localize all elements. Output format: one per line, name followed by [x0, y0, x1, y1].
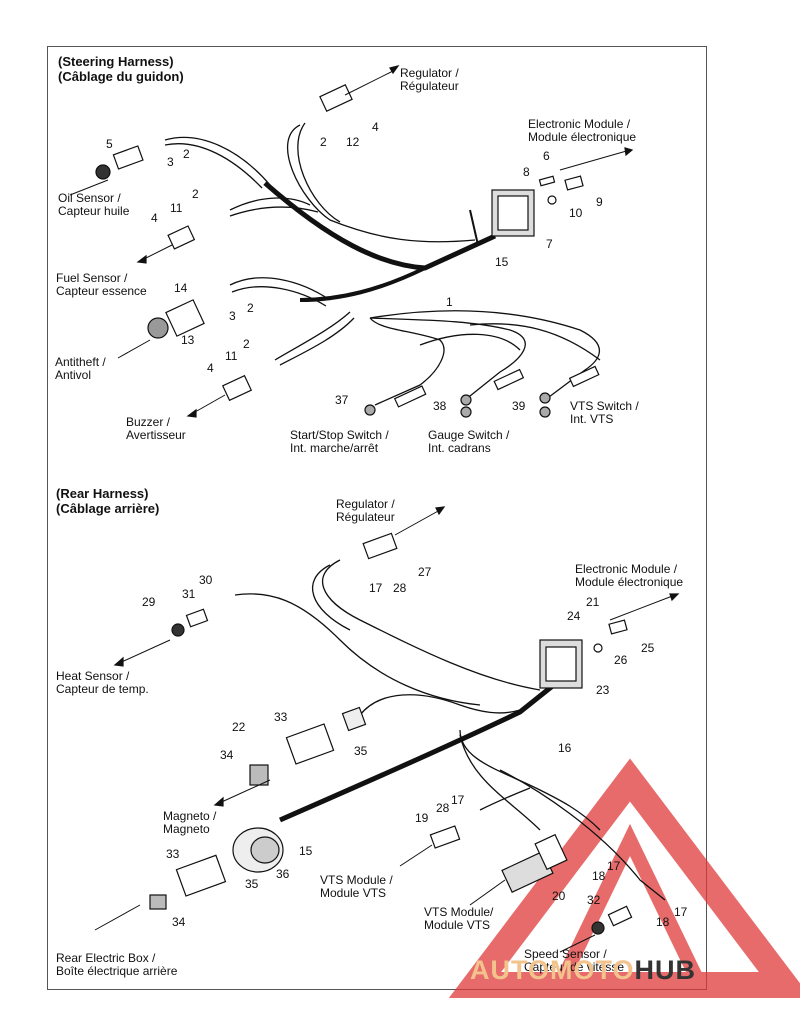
part-number: 18	[592, 869, 606, 883]
part-number: 2	[243, 337, 250, 351]
part-number: 4	[207, 361, 214, 375]
rear-harness-parts	[94, 506, 680, 953]
part-number: 17	[369, 581, 383, 595]
part-number: 18	[656, 915, 670, 929]
steering-harness-wires	[164, 122, 601, 406]
part-number: 24	[567, 609, 581, 623]
part-number: 1	[446, 295, 453, 309]
label-start-stop: Start/Stop Switch /Int. marche/arrêt	[290, 428, 389, 455]
label-heat-sensor: Heat Sensor /Capteur de temp.	[56, 669, 149, 696]
part-number: 25	[641, 641, 655, 655]
part-number: 2	[320, 135, 327, 149]
rear-title-en: (Rear Harness)	[56, 486, 149, 501]
part-number: 8	[523, 165, 530, 179]
label-speed-sensor: Speed Sensor /Capteur de vitesse	[524, 947, 625, 974]
label-vts-module-1: VTS Module /Module VTS	[320, 873, 393, 900]
part-number: 14	[174, 281, 188, 295]
part-number: 2	[192, 187, 199, 201]
part-number: 35	[245, 877, 259, 891]
part-number: 30	[199, 573, 213, 587]
part-number: 3	[229, 309, 236, 323]
part-number: 12	[346, 135, 360, 149]
steering-section-title: (Steering Harness) (Câblage du guidon)	[58, 54, 184, 84]
part-number: 9	[596, 195, 603, 209]
rear-title-fr: (Câblage arrière)	[56, 501, 160, 516]
part-number: 4	[372, 120, 379, 134]
label-rear-box: Rear Electric Box /Boîte électrique arri…	[56, 951, 178, 978]
part-number: 34	[172, 915, 186, 929]
label-magneto: Magneto /Magneto	[163, 809, 217, 836]
part-number: 27	[418, 565, 432, 579]
label-fuel-sensor: Fuel Sensor /Capteur essence	[56, 271, 147, 298]
part-number: 19	[415, 811, 429, 825]
label-emodule-top: Electronic Module /Module électronique	[528, 117, 637, 144]
label-regulator-top: Regulator /Régulateur	[400, 66, 459, 93]
watermark-logo	[448, 758, 800, 998]
part-number: 33	[166, 847, 180, 861]
part-number: 11	[170, 201, 183, 215]
part-number: 34	[220, 748, 234, 762]
steering-title-en: (Steering Harness)	[58, 54, 174, 69]
part-number: 23	[596, 683, 610, 697]
part-number: 3	[167, 155, 174, 169]
label-emodule-rear: Electronic Module /Module électronique	[575, 562, 684, 589]
diagram-frame	[47, 46, 707, 990]
part-number: 2	[247, 301, 254, 315]
watermark-part1: AUTOMOTO	[470, 955, 635, 985]
part-number: 11	[225, 349, 238, 363]
part-number: 32	[587, 893, 601, 907]
part-number: 35	[354, 744, 368, 758]
label-buzzer: Buzzer /Avertisseur	[126, 415, 186, 442]
part-number: 28	[393, 581, 407, 595]
watermark-text: AUTOMOTOHUB	[470, 955, 696, 986]
part-number: 13	[181, 333, 195, 347]
part-number: 17	[607, 859, 621, 873]
part-number: 36	[276, 867, 290, 881]
part-number: 20	[552, 889, 566, 903]
part-number: 17	[674, 905, 688, 919]
label-regulator-rear: Regulator /Régulateur	[336, 497, 395, 524]
label-antitheft: Antitheft /Antivol	[55, 355, 106, 382]
label-oil-sensor: Oil Sensor /Capteur huile	[58, 191, 130, 218]
part-number: 38	[433, 399, 447, 413]
watermark-part2: HUB	[634, 955, 697, 985]
part-number: 17	[451, 793, 465, 807]
label-vts-module-2: VTS Module/Module VTS	[424, 905, 494, 932]
rear-harness-wires	[234, 559, 666, 901]
part-number: 26	[614, 653, 628, 667]
part-number: 10	[569, 206, 583, 220]
part-number: 33	[274, 710, 288, 724]
steering-title-fr: (Câblage du guidon)	[58, 69, 184, 84]
rear-section-title: (Rear Harness) (Câblage arrière)	[56, 486, 159, 516]
part-number: 15	[299, 844, 313, 858]
part-number: 31	[182, 587, 196, 601]
part-number: 7	[546, 237, 553, 251]
part-number: 29	[142, 595, 156, 609]
part-number: 22	[232, 720, 246, 734]
part-number: 2	[183, 147, 190, 161]
part-number: 16	[558, 741, 572, 755]
part-number: 28	[436, 801, 450, 815]
label-gauge-switch: Gauge Switch /Int. cadrans	[428, 428, 510, 455]
part-number: 15	[495, 255, 509, 269]
part-number: 39	[512, 399, 526, 413]
part-number: 37	[335, 393, 349, 407]
label-vts-switch: VTS Switch /Int. VTS	[570, 399, 639, 426]
steering-harness-parts	[69, 65, 634, 418]
part-number: 21	[586, 595, 600, 609]
part-number: 5	[106, 137, 113, 151]
part-number: 6	[543, 149, 550, 163]
part-number: 4	[151, 211, 158, 225]
